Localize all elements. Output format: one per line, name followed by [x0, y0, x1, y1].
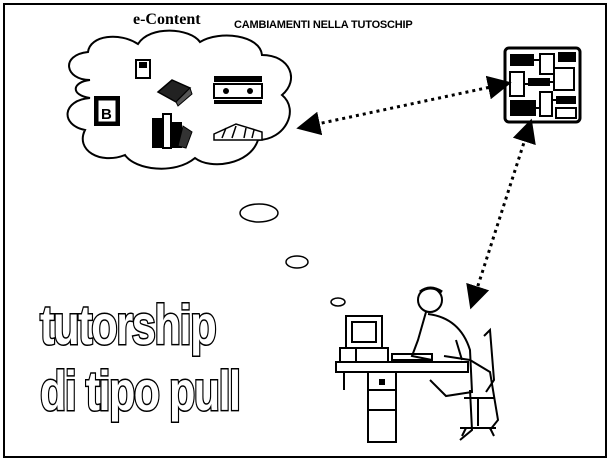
thought-bubble-small — [331, 298, 345, 306]
arrow-cloud-server — [308, 85, 500, 126]
svg-text:B: B — [101, 106, 112, 123]
wordart-line1: tutorship — [40, 292, 215, 357]
floppy-disk-icon — [136, 60, 150, 78]
thought-bubble-large — [240, 204, 278, 222]
econtent-label: e-Content — [133, 11, 201, 29]
monitor-icon: B — [94, 96, 120, 126]
wordart-line2: di tipo pull — [40, 358, 239, 423]
arrow-server-user — [474, 130, 528, 298]
person-at-computer-icon — [336, 288, 498, 442]
slide-title: CAMBIAMENTI NELLA TUTOSCHIP — [234, 19, 413, 31]
circuit-server-icon — [505, 48, 580, 122]
thought-bubble-medium — [286, 256, 308, 268]
